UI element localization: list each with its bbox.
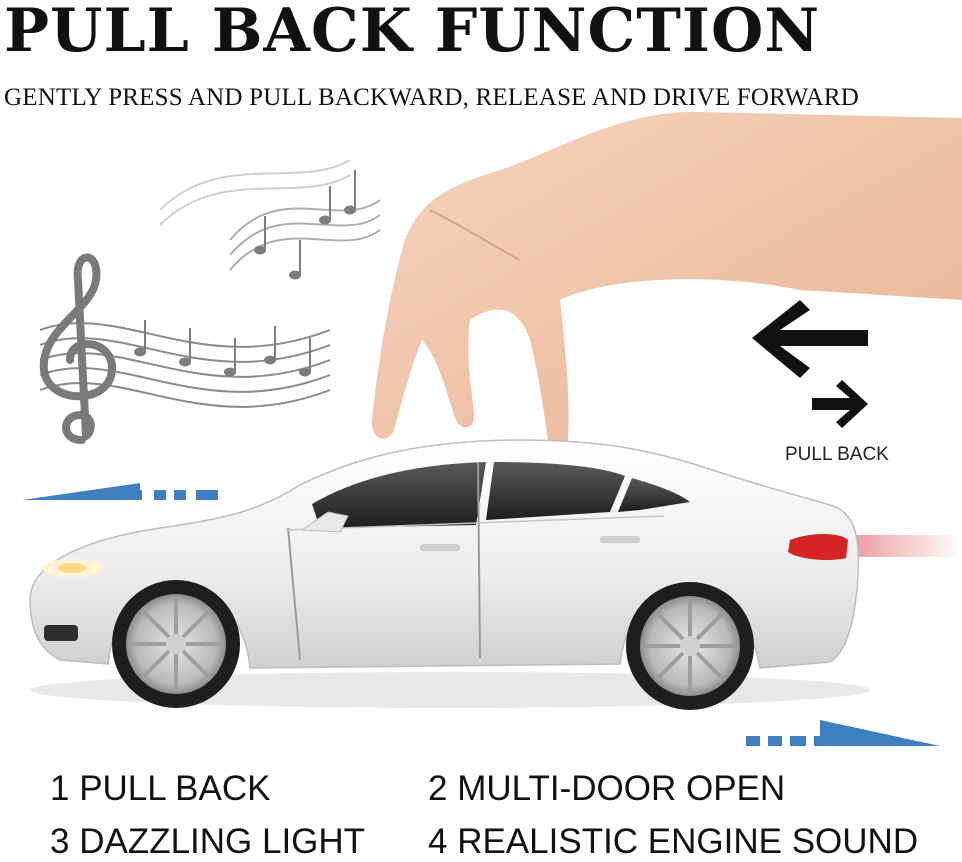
feature-multi-door-open: 2 MULTI-DOOR OPEN — [428, 769, 786, 808]
motion-arrow-icon — [746, 720, 940, 746]
feature-dazzling-light: 3 DAZZLING LIGHT — [50, 822, 366, 861]
toy-car-icon — [29, 439, 870, 710]
pull-back-label: PULL BACK — [785, 444, 889, 465]
treble-clef-icon — [39, 253, 116, 444]
page-subtitle: GENTLY PRESS AND PULL BACKWARD, RELEASE … — [4, 84, 860, 111]
hand-icon — [371, 111, 962, 449]
feature-pull-back: 1 PULL BACK — [50, 769, 271, 808]
page-title: PULL BACK FUNCTION — [4, 0, 821, 66]
motion-arrow-icon — [22, 483, 218, 500]
music-notes-icon — [39, 159, 381, 408]
music-note-heads — [134, 170, 356, 377]
feature-realistic-engine-sound: 4 REALISTIC ENGINE SOUND — [428, 822, 919, 861]
arrow-left-icon — [752, 300, 868, 378]
arrow-right-icon — [812, 380, 868, 428]
motion-blur — [840, 535, 962, 557]
